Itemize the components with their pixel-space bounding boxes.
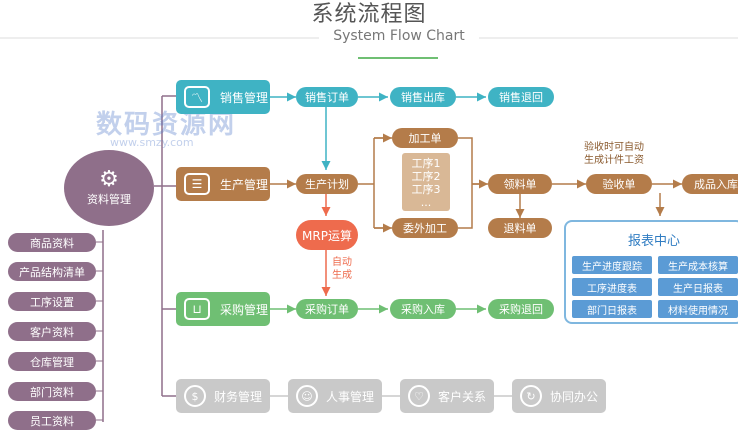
report-item[interactable]: 生产日报表 (658, 278, 738, 296)
purchase-module[interactable]: ⊔ 采购管理 (176, 292, 270, 326)
left-item-departments[interactable]: 部门资料 (8, 382, 96, 401)
office-module-label: 协同办公 (550, 389, 599, 404)
core-label: 资料管理 (87, 193, 131, 206)
purchase-module-label: 采购管理 (220, 302, 269, 317)
mrp-calculation[interactable]: MRP运算 (296, 220, 358, 250)
process-step: ... (420, 196, 432, 209)
outsource-processing[interactable]: 委外加工 (392, 218, 458, 238)
finance-module-label: 财务管理 (214, 389, 263, 404)
purchase-return[interactable]: 采购退回 (488, 299, 554, 319)
report-center-title: 报表中心 (627, 234, 680, 249)
report-item[interactable]: 材料使用情况 (658, 300, 738, 318)
gear-icon: ⚙ (99, 167, 119, 192)
watermark-url: www.smzy.com (110, 136, 194, 149)
process-step: 工序1 (411, 157, 441, 170)
subtitle-row: System Flow Chart (0, 28, 738, 48)
sales-order[interactable]: 销售订单 (296, 87, 358, 107)
core-data-management[interactable]: ⚙ 资料管理 (64, 150, 154, 226)
material-return[interactable]: 退料单 (488, 218, 552, 238)
office-module[interactable]: ↻ 协同办公 (512, 379, 606, 413)
hr-module[interactable]: ☺ 人事管理 (288, 379, 382, 413)
finance-module[interactable]: $ 财务管理 (176, 379, 270, 413)
left-item-employees[interactable]: 员工资料 (8, 411, 96, 430)
left-item-goods[interactable]: 商品资料 (8, 233, 96, 252)
material-pick[interactable]: 领料单 (488, 174, 552, 194)
crm-module-label: 客户关系 (438, 389, 487, 404)
person-icon: ☺ (296, 385, 318, 407)
report-center: 报表中心 生产进度跟踪 生产成本核算 工序进度表 生产日报表 部门日报表 材料使… (564, 220, 738, 324)
finished-goods-inbound[interactable]: 成品入库 (682, 174, 738, 194)
sales-module[interactable]: 〽 销售管理 (176, 80, 270, 114)
sales-module-label: 销售管理 (220, 90, 269, 105)
acceptance-note-line: 验收时可自动 (584, 142, 644, 153)
left-item-bom[interactable]: 产品结构清单 (8, 262, 96, 281)
mrp-note-line: 生成 (332, 270, 352, 281)
report-item[interactable]: 生产进度跟踪 (572, 256, 652, 274)
acceptance-note: 验收时可自动 生成计件工资 (584, 141, 644, 167)
acceptance-note-line: 生成计件工资 (584, 155, 644, 166)
basket-icon: ⊔ (184, 298, 210, 320)
page-title: 系统流程图 (311, 2, 427, 27)
production-module-label: 生产管理 (220, 177, 269, 192)
production-plan[interactable]: 生产计划 (296, 174, 358, 194)
sales-outbound[interactable]: 销售出库 (390, 87, 456, 107)
purchase-order[interactable]: 采购订单 (296, 299, 358, 319)
processing-order[interactable]: 加工单 (392, 128, 458, 148)
page-subtitle: System Flow Chart (319, 28, 479, 44)
process-step: 工序3 (411, 183, 441, 196)
report-item[interactable]: 工序进度表 (572, 278, 652, 296)
production-module[interactable]: ☰ 生产管理 (176, 167, 270, 201)
left-item-warehouse[interactable]: 仓库管理 (8, 352, 96, 371)
sales-return[interactable]: 销售退回 (488, 87, 554, 107)
crm-module[interactable]: ♡ 客户关系 (400, 379, 494, 413)
left-item-process-settings[interactable]: 工序设置 (8, 292, 96, 311)
dollar-icon: $ (184, 385, 206, 407)
sync-icon: ↻ (520, 385, 542, 407)
report-item[interactable]: 部门日报表 (572, 300, 652, 318)
heart-icon: ♡ (408, 385, 430, 407)
process-steps: 工序1 工序2 工序3 ... (402, 153, 450, 211)
mrp-note-line: 自动 (332, 257, 352, 268)
left-item-customers[interactable]: 客户资料 (8, 322, 96, 341)
watermark-logo: 数码资源网 (96, 110, 237, 140)
process-step: 工序2 (411, 170, 441, 183)
line-chart-icon: 〽 (184, 86, 210, 108)
report-item[interactable]: 生产成本核算 (658, 256, 738, 274)
mrp-note: 自动 生成 (332, 256, 352, 282)
acceptance-order[interactable]: 验收单 (586, 174, 652, 194)
purchase-inbound[interactable]: 采购入库 (390, 299, 456, 319)
list-icon: ☰ (184, 173, 210, 195)
hr-module-label: 人事管理 (326, 389, 375, 404)
